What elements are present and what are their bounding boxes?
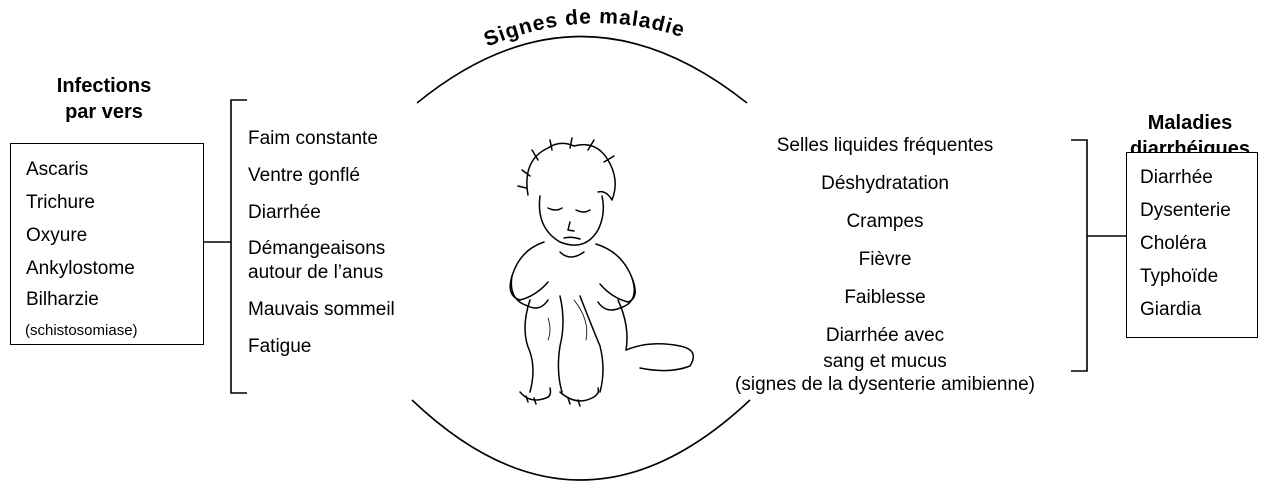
right-bracket [1071, 139, 1088, 372]
sign-item: Selles liquides fréquentes [776, 135, 994, 156]
circle-upper-arc [416, 35, 748, 104]
list-item: Dysenterie [1140, 200, 1231, 221]
worm-infection-signs-list: Faim constante Ventre gonflé Diarrhée Dé… [248, 122, 438, 367]
list-item: Ankylostome [26, 258, 135, 279]
sign-item: Crampes [846, 211, 924, 232]
diarrheal-diseases-list: Diarrhée Dysenterie Choléra Typhoïde Gia… [1127, 153, 1257, 326]
diarrheal-signs-list: Selles liquides fréquentes Déshydratatio… [720, 133, 1050, 395]
center-title: Signes de maladie [481, 5, 688, 51]
sign-item: sang et mucus [823, 351, 947, 372]
worm-infections-list: Ascaris Trichure Oxyure Ankylostome Bilh… [11, 144, 203, 315]
circle-lower-arc [411, 399, 751, 481]
left-group-title-line1: Infections [56, 75, 152, 97]
worm-infections-box: Ascaris Trichure Oxyure Ankylostome Bilh… [10, 143, 204, 345]
left-group-title-line2: par vers [65, 101, 143, 123]
list-item: Giardia [1140, 299, 1202, 320]
left-bracket [230, 99, 247, 394]
left-group-title: Infections par vers [28, 73, 180, 125]
sign-item: Diarrhée [248, 202, 321, 223]
sign-item: Fièvre [858, 249, 912, 270]
worm-infections-note: (schistosomiase) [25, 322, 138, 339]
diarrheal-diseases-box: Diarrhée Dysenterie Choléra Typhoïde Gia… [1126, 152, 1258, 338]
list-item: Choléra [1140, 233, 1207, 254]
sign-item: Faim constante [248, 128, 378, 149]
sick-child-illustration [509, 137, 695, 407]
sign-item: Mauvais sommeil [248, 299, 395, 320]
list-item: Bilharzie [26, 289, 99, 310]
sign-item: Faiblesse [844, 287, 926, 308]
right-group-title-line1: Maladies [1147, 112, 1233, 134]
sign-item: Démangeaisons [248, 238, 386, 259]
list-item: Trichure [26, 192, 95, 213]
sign-note: (signes de la dysenterie amibienne) [735, 374, 1035, 395]
list-item: Typhoïde [1140, 266, 1219, 287]
sign-item: Ventre gonflé [248, 165, 360, 186]
list-item: Oxyure [26, 225, 88, 246]
list-item: Ascaris [26, 159, 89, 180]
sign-item: Fatigue [248, 336, 312, 357]
sign-item: autour de l’anus [248, 262, 384, 283]
list-item: Diarrhée [1140, 167, 1213, 188]
sign-item: Diarrhée avec [825, 325, 945, 346]
sign-item: Déshydratation [821, 173, 949, 194]
